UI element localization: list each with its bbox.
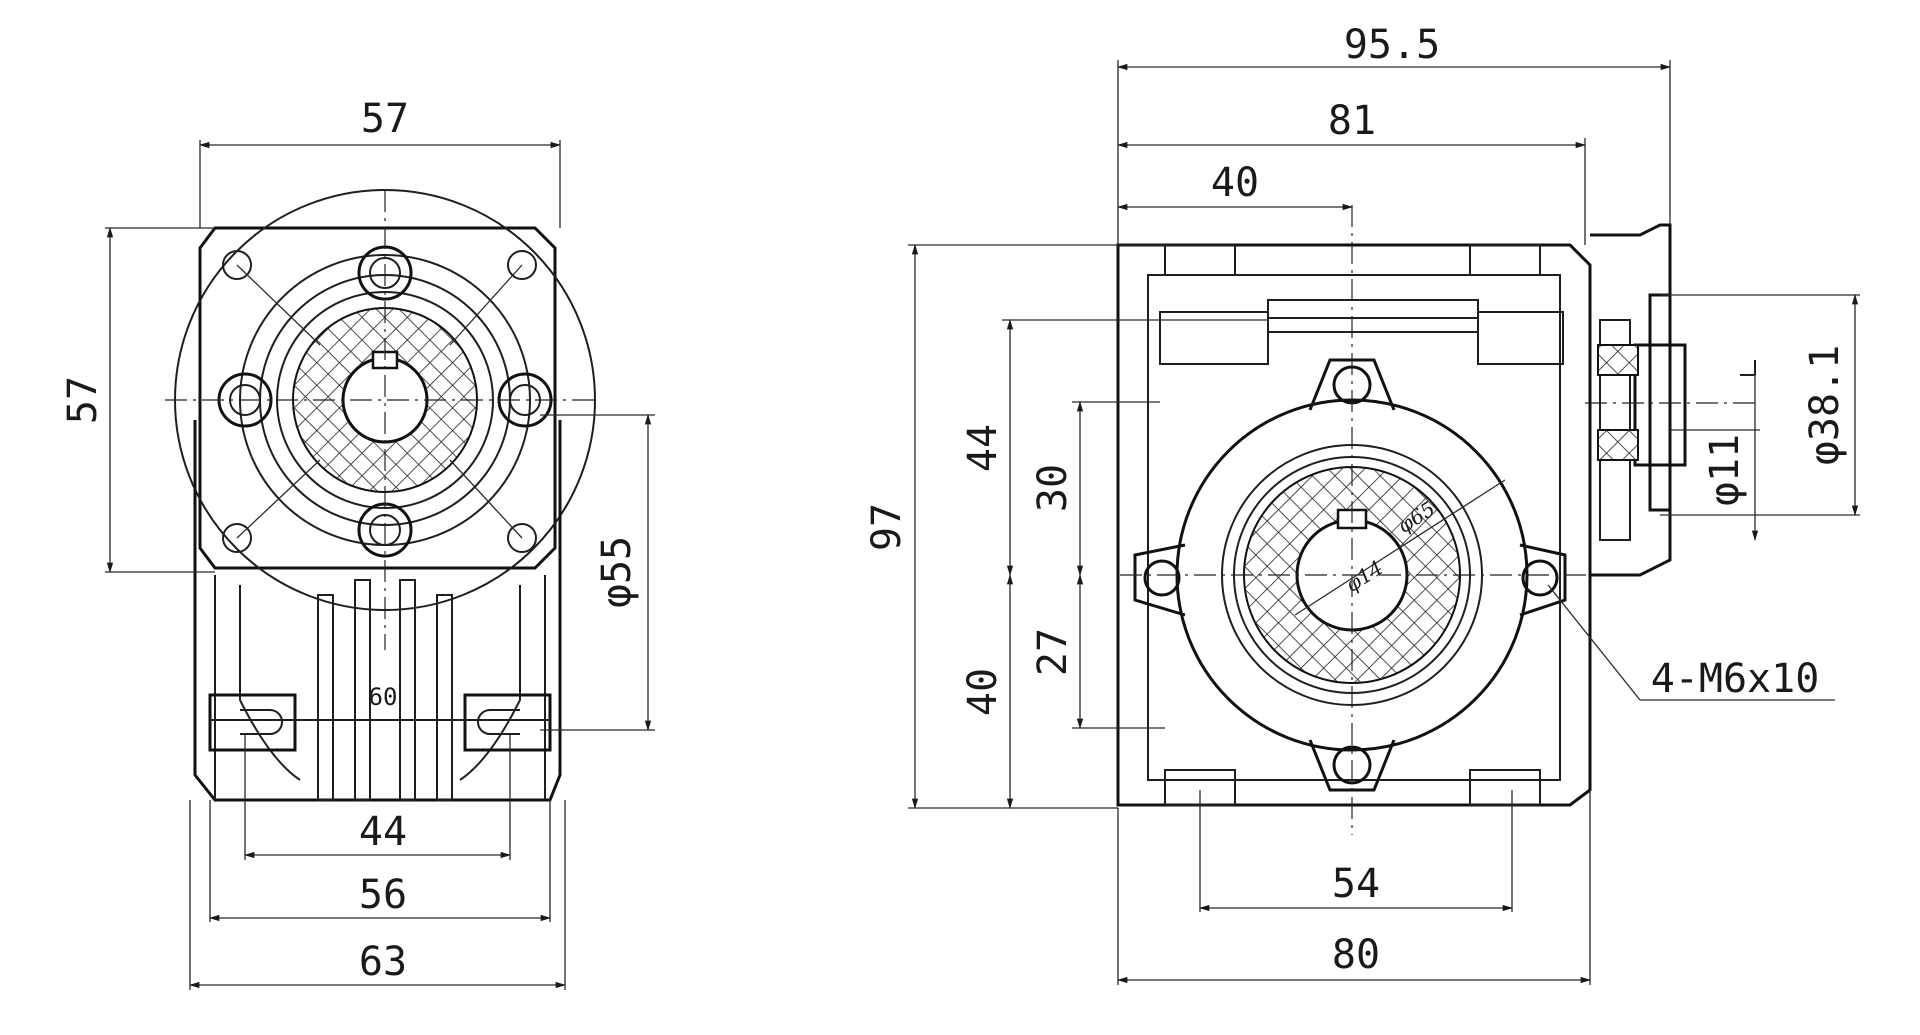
right-label-38: φ38.1 — [1802, 345, 1848, 465]
left-fin-2 — [354, 579, 371, 801]
left-label-57-top: 57 — [361, 96, 409, 142]
right-side-block-right — [1477, 311, 1564, 365]
left-label-63: 63 — [359, 939, 407, 985]
left-corner-hole-bl — [222, 523, 252, 553]
right-diameter-line — [1294, 479, 1506, 616]
right-top-boss-left — [1164, 244, 1236, 276]
left-foot-slot-left — [240, 709, 283, 735]
left-corner-hole-tr — [507, 250, 537, 280]
right-label-40-top: 40 — [1211, 160, 1259, 206]
left-diag-4 — [449, 459, 523, 539]
right-top-boss-right — [1469, 244, 1541, 276]
right-lug-bottom-hole — [1332, 745, 1372, 785]
right-label-81: 81 — [1328, 98, 1376, 144]
left-fin-4 — [436, 594, 453, 801]
right-leader-m6 — [1547, 584, 1641, 701]
right-label-40-lower: 40 — [960, 668, 1006, 716]
left-lower-body — [193, 420, 562, 802]
left-label-56: 56 — [359, 872, 407, 918]
left-rib-1 — [239, 585, 301, 781]
left-label-57-left: 57 — [60, 376, 106, 424]
right-label-30: 30 — [1030, 464, 1076, 512]
right-shaft-housing — [1633, 343, 1687, 467]
left-label-44: 44 — [359, 809, 407, 855]
right-side-block-left — [1159, 311, 1269, 365]
left-label-60: 60 — [369, 683, 398, 711]
right-housing-inner — [1147, 274, 1561, 781]
left-rib-2 — [459, 585, 521, 781]
left-label-55: φ55 — [594, 536, 640, 608]
left-corner-hole-tl — [222, 250, 252, 280]
right-top-plate — [1267, 299, 1479, 333]
right-lug-right — [1519, 543, 1567, 617]
right-lug-right-hole — [1521, 559, 1559, 597]
right-shaft-hatch-top — [1597, 344, 1639, 376]
left-foot-left — [208, 693, 297, 752]
right-label-54: 54 — [1332, 861, 1380, 907]
left-diag-3 — [236, 459, 321, 539]
right-lug-left — [1133, 543, 1186, 617]
left-foot-right — [463, 693, 552, 752]
right-label-27: 27 — [1030, 628, 1076, 676]
left-fin-1 — [317, 594, 334, 801]
left-diag-2 — [449, 264, 523, 346]
right-label-95: 95.5 — [1344, 22, 1440, 68]
right-view: 95.5 81 40 97 44 30 27 40 φ65 φ14 — [864, 22, 1860, 985]
right-label-11: φ11 — [1702, 434, 1748, 506]
left-fin-3 — [399, 579, 416, 801]
left-square-flange — [198, 226, 557, 570]
right-bottom-boss-right — [1469, 769, 1541, 806]
right-label-44: 44 — [960, 424, 1006, 472]
right-shaft-hatch-bottom — [1597, 429, 1639, 461]
right-lug-left-hole — [1143, 559, 1181, 597]
left-view: 57 57 φ55 60 44 56 63 — [60, 96, 655, 990]
right-label-m6: 4-M6x10 — [1651, 656, 1820, 702]
left-corner-hole-br — [507, 523, 537, 553]
left-foot-slot-right — [477, 709, 520, 735]
right-label-80: 80 — [1332, 932, 1380, 978]
left-diag-1 — [236, 264, 321, 346]
right-label-97: 97 — [864, 503, 910, 551]
